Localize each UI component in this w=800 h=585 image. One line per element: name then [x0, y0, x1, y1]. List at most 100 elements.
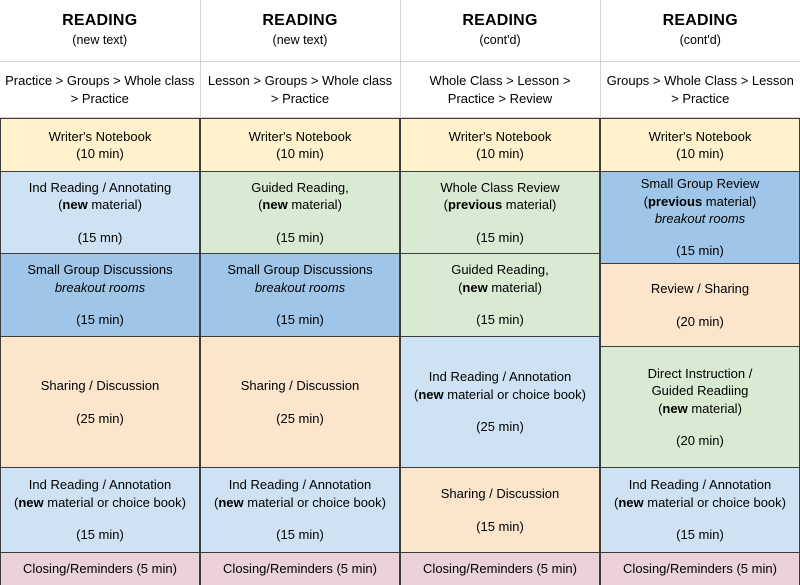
column-block-stack: Writer's Notebook(10 min)Small Group Rev… — [600, 118, 800, 585]
activity-label-line: Small Group Discussions — [227, 261, 372, 278]
column-subtitle: (cont'd) — [407, 32, 594, 50]
activity-block-writers-notebook[interactable]: Writer's Notebook(10 min) — [400, 118, 600, 172]
activity-duration: (20 min) — [676, 432, 724, 449]
activity-duration: (15 min) — [276, 311, 324, 328]
activity-label-line: (new material) — [258, 196, 342, 213]
lesson-sequence-4: Groups > Whole Class > Lesson > Practice — [600, 62, 800, 118]
column-title: READING — [407, 11, 594, 31]
activity-block-writers-notebook[interactable]: Writer's Notebook(10 min) — [0, 118, 200, 172]
activity-label-line: (new material) — [458, 279, 542, 296]
activity-block-writers-notebook[interactable]: Writer's Notebook(10 min) — [200, 118, 400, 172]
column-block-stack: Writer's Notebook(10 min)Ind Reading / A… — [0, 118, 200, 585]
table-body: Writer's Notebook(10 min)Ind Reading / A… — [0, 118, 800, 585]
activity-label-line: Closing/Reminders (5 min) — [623, 560, 777, 577]
activity-block-whole-class-review[interactable]: Whole Class Review(previous material)(15… — [400, 172, 600, 254]
activity-block-small-group-review[interactable]: Small Group Review(previous material)bre… — [600, 172, 800, 264]
activity-block-closing-reminders[interactable]: Closing/Reminders (5 min) — [400, 553, 600, 585]
activity-block-ind-reading-annotation[interactable]: Ind Reading / Annotation(new material or… — [0, 468, 200, 553]
activity-label-line: (new material) — [658, 400, 742, 417]
activity-block-sharing-discussion[interactable]: Sharing / Discussion (25 min) — [200, 337, 400, 468]
activity-label-line: Guided Reading, — [251, 179, 349, 196]
activity-block-ind-reading-annotation[interactable]: Ind Reading / Annotation(new material or… — [600, 468, 800, 553]
activity-label-line: breakout rooms — [55, 279, 145, 296]
activity-label-line: Ind Reading / Annotation — [29, 476, 171, 493]
activity-label-line: Writer's Notebook — [49, 128, 152, 145]
activity-label-line: (new material or choice book) — [414, 386, 586, 403]
activity-block-closing-reminders[interactable]: Closing/Reminders (5 min) — [0, 553, 200, 585]
activity-duration: (15 min) — [76, 526, 124, 543]
activity-label-line: (new material or choice book) — [614, 494, 786, 511]
activity-label-line: (new material or choice book) — [14, 494, 186, 511]
activity-block-ind-reading-annotating[interactable]: Ind Reading / Annotating(new material)(1… — [0, 172, 200, 254]
activity-duration: (10 min) — [276, 145, 324, 162]
activity-duration: (15 min) — [276, 526, 324, 543]
activity-duration: (15 min) — [476, 229, 524, 246]
activity-block-review-sharing[interactable]: Review / Sharing (20 min) — [600, 264, 800, 347]
column-block-stack: Writer's Notebook(10 min)Guided Reading,… — [200, 118, 400, 585]
column-header-1: READING(new text) — [0, 0, 200, 62]
activity-label-line: Sharing / Discussion — [441, 485, 560, 502]
activity-duration: (10 min) — [76, 145, 124, 162]
activity-label-line: Guided Reading, — [451, 261, 549, 278]
activity-label-line: Closing/Reminders (5 min) — [223, 560, 377, 577]
activity-block-sharing-discussion[interactable]: Sharing / Discussion (15 min) — [400, 468, 600, 553]
activity-block-ind-reading-annotation[interactable]: Ind Reading / Annotation(new material or… — [400, 337, 600, 468]
column-title: READING — [6, 11, 194, 31]
activity-label-line: Ind Reading / Annotation — [429, 368, 571, 385]
lesson-sequence-1: Practice > Groups > Whole class > Practi… — [0, 62, 200, 118]
activity-duration: (15 min) — [276, 229, 324, 246]
activity-label-line: (previous material) — [644, 193, 757, 210]
activity-duration: (25 min) — [276, 410, 324, 427]
activity-block-guided-reading[interactable]: Guided Reading,(new material) (15 min) — [400, 254, 600, 337]
column-block-stack: Writer's Notebook(10 min)Whole Class Rev… — [400, 118, 600, 585]
activity-label-line: Writer's Notebook — [249, 128, 352, 145]
column-subtitle: (cont'd) — [607, 32, 795, 50]
activity-label-line: Guided Readiing — [652, 382, 749, 399]
column-header-4: READING(cont'd) — [600, 0, 800, 62]
activity-label-line: Sharing / Discussion — [41, 377, 160, 394]
schedule-column-3: Writer's Notebook(10 min)Whole Class Rev… — [400, 118, 600, 585]
activity-label-line: Ind Reading / Annotation — [629, 476, 771, 493]
column-header-3: READING(cont'd) — [400, 0, 600, 62]
lesson-sequence-3: Whole Class > Lesson > Practice > Review — [400, 62, 600, 118]
activity-block-closing-reminders[interactable]: Closing/Reminders (5 min) — [600, 553, 800, 585]
activity-block-closing-reminders[interactable]: Closing/Reminders (5 min) — [200, 553, 400, 585]
activity-duration: (10 min) — [676, 145, 724, 162]
activity-duration: (20 min) — [676, 313, 724, 330]
column-title: READING — [607, 11, 795, 31]
activity-duration: (15 min) — [76, 311, 124, 328]
column-header-2: READING(new text) — [200, 0, 400, 62]
schedule-column-1: Writer's Notebook(10 min)Ind Reading / A… — [0, 118, 200, 585]
activity-block-sharing-discussion[interactable]: Sharing / Discussion (25 min) — [0, 337, 200, 468]
column-subtitle: (new text) — [207, 32, 394, 50]
activity-label-line: breakout rooms — [655, 210, 745, 227]
schedule-column-4: Writer's Notebook(10 min)Small Group Rev… — [600, 118, 800, 585]
activity-duration: (25 min) — [76, 410, 124, 427]
activity-label-line: (new material or choice book) — [214, 494, 386, 511]
activity-duration: (15 mn) — [78, 229, 123, 246]
activity-label-line: Review / Sharing — [651, 280, 749, 297]
activity-block-writers-notebook[interactable]: Writer's Notebook(10 min) — [600, 118, 800, 172]
activity-duration: (15 min) — [676, 242, 724, 259]
activity-label-line: Ind Reading / Annotation — [229, 476, 371, 493]
activity-label-line: Writer's Notebook — [449, 128, 552, 145]
activity-label-line: Direct Instruction / — [648, 365, 753, 382]
activity-label-line: Closing/Reminders (5 min) — [23, 560, 177, 577]
activity-duration: (15 min) — [476, 311, 524, 328]
sequence-row: Practice > Groups > Whole class > Practi… — [0, 62, 800, 118]
activity-block-direct-instruction-guided-reading[interactable]: Direct Instruction /Guided Readiing(new … — [600, 347, 800, 468]
activity-block-guided-reading[interactable]: Guided Reading,(new material) (15 min) — [200, 172, 400, 254]
activity-block-ind-reading-annotation[interactable]: Ind Reading / Annotation(new material or… — [200, 468, 400, 553]
title-row: READING(new text)READING(new text)READIN… — [0, 0, 800, 62]
activity-label-line: (previous material) — [444, 196, 557, 213]
lesson-sequence-2: Lesson > Groups > Whole class > Practice — [200, 62, 400, 118]
activity-label-line: Writer's Notebook — [649, 128, 752, 145]
activity-label-line: Sharing / Discussion — [241, 377, 360, 394]
activity-duration: (15 min) — [476, 518, 524, 535]
columns-row: Writer's Notebook(10 min)Ind Reading / A… — [0, 118, 800, 585]
activity-label-line: Small Group Review — [641, 175, 760, 192]
